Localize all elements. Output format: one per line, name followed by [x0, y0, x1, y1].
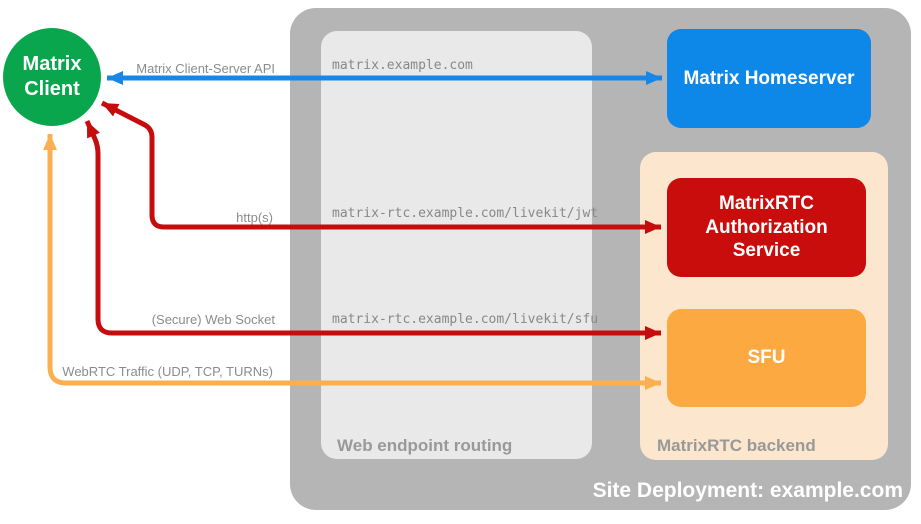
matrix-client-label: Matrix Client — [22, 53, 82, 100]
node-matrix-homeserver: Matrix Homeserver — [667, 29, 871, 128]
sfu-label: SFU — [747, 347, 786, 369]
matrixrtc-backend-label: MatrixRTC backend — [657, 436, 816, 455]
endpoint-matrix-example-com: matrix.example.com — [332, 58, 473, 73]
endpoint-livekit-jwt: matrix-rtc.example.com/livekit/jwt — [332, 206, 599, 221]
node-sfu: SFU — [667, 309, 866, 407]
site-deployment-label: Site Deployment: example.com — [592, 479, 903, 502]
node-matrixrtc-authorization-service: MatrixRTC Authorization Service — [667, 178, 866, 277]
arrow-label-matrix-client-server-api: Matrix Client-Server API — [136, 61, 275, 76]
matrix-homeserver-label: Matrix Homeserver — [683, 67, 855, 89]
node-matrix-client: Matrix Client — [3, 28, 101, 126]
matrixrtc-authorization-service-label: MatrixRTC Authorization Service — [705, 192, 828, 262]
web-endpoint-routing-container — [321, 31, 592, 459]
arrow-label-https: http(s) — [236, 210, 273, 225]
arrow-label-webrtc-traffic: WebRTC Traffic (UDP, TCP, TURNs) — [62, 364, 273, 379]
endpoint-livekit-sfu: matrix-rtc.example.com/livekit/sfu — [332, 312, 599, 327]
arrow-label-secure-web-socket: (Secure) Web Socket — [151, 312, 275, 327]
web-endpoint-routing-label: Web endpoint routing — [337, 436, 513, 455]
